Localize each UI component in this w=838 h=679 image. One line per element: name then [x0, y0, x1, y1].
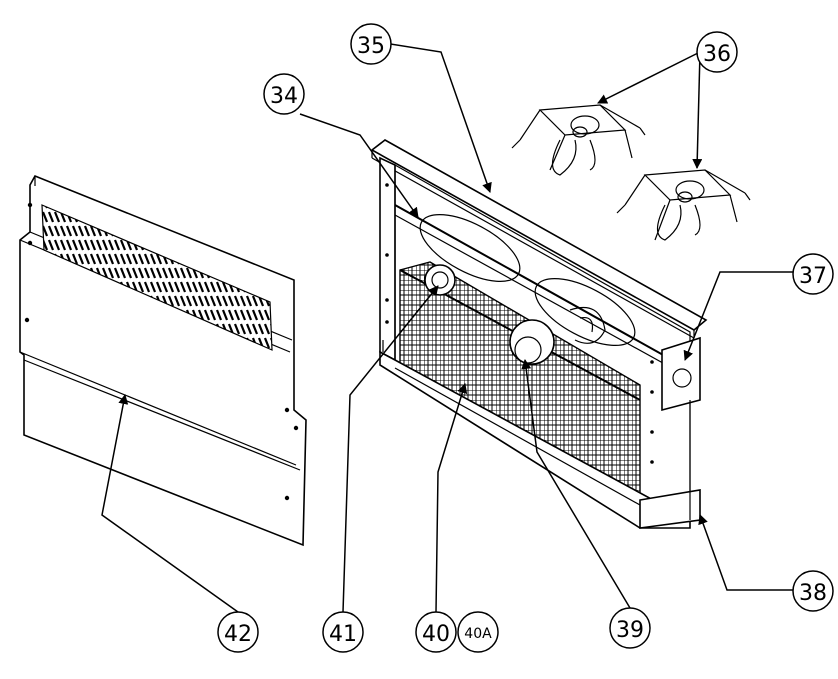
louver-slots: [41, 204, 273, 351]
callout-label: 42: [224, 622, 252, 647]
callout-label: 40: [422, 622, 450, 647]
callout-label: 41: [329, 622, 357, 647]
limit-switch-left: [424, 264, 456, 296]
fan-motor-lower: [616, 169, 751, 241]
callout-label: 36: [703, 42, 731, 67]
callout-35: 35: [350, 23, 392, 65]
fan-motor-upper: [511, 104, 646, 176]
callout-36: 36: [696, 31, 738, 73]
front-louver-panel: [19, 174, 307, 547]
callout-label: 34: [270, 84, 298, 109]
callout-40: 40: [415, 611, 457, 653]
callout-40a: 40A: [457, 611, 499, 653]
callout-label: 39: [616, 618, 644, 643]
limit-switch-center: [509, 319, 555, 365]
callout-41: 41: [322, 611, 364, 653]
callout-34: 34: [263, 73, 305, 115]
callout-label: 37: [799, 264, 827, 289]
callout-label: 38: [799, 581, 827, 606]
callout-38: 38: [792, 570, 834, 612]
terminal-box-knockout: [672, 368, 692, 388]
callout-39: 39: [609, 607, 651, 649]
heater-cabinet: [370, 139, 708, 529]
callout-label: 40A: [464, 626, 492, 642]
callout-37: 37: [792, 253, 834, 295]
cabinet-left-end: [379, 156, 396, 362]
cabinet-right-bracket: [661, 336, 701, 412]
leader-lines: [101, 41, 795, 613]
cabinet-top: [370, 139, 708, 331]
callout-42: 42: [217, 611, 259, 653]
callout-label: 35: [357, 34, 385, 59]
